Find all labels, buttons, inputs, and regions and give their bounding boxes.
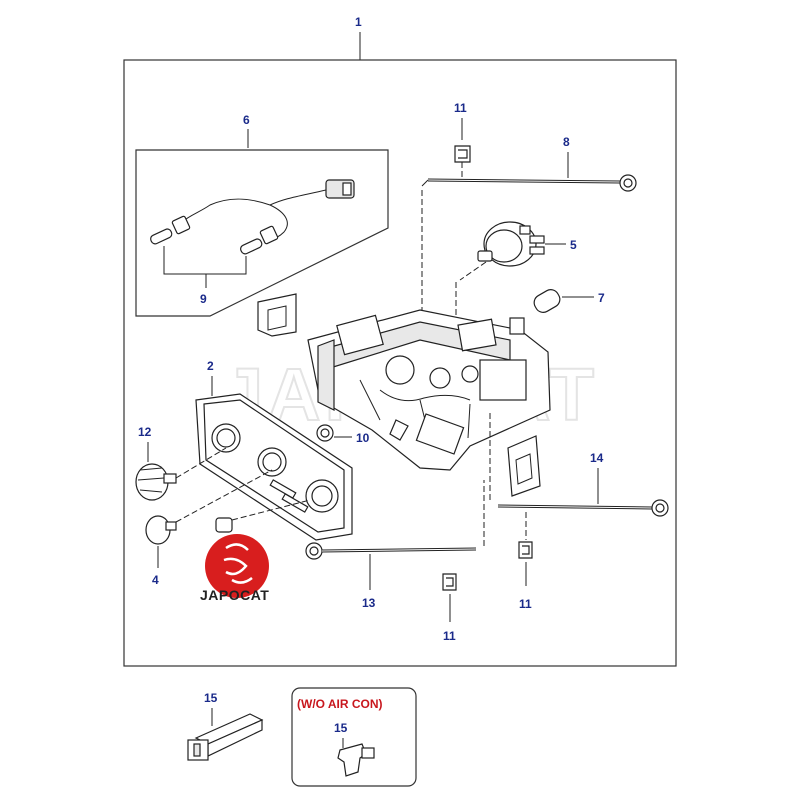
callout-9: 9 [200, 292, 207, 306]
heater-control-mechanism [307, 309, 551, 471]
variant-box [291, 687, 417, 787]
harness-box [135, 149, 389, 317]
knob-4-group: 4 [145, 469, 311, 587]
callout-8: 8 [563, 135, 570, 149]
logo-text: JAPOCAT [200, 587, 269, 603]
blower-switch-group: 5 [455, 221, 577, 330]
cable-clip-top [454, 145, 471, 163]
bulb-socket-left [171, 215, 191, 235]
sleeve-post [509, 317, 525, 335]
callout-10: 10 [356, 431, 370, 445]
logo-emblem-icon [223, 543, 253, 584]
callout-11-bottom: 11 [443, 629, 456, 643]
callout-15-right: 15 [334, 721, 348, 735]
japocat-logo: JAPOCAT [200, 534, 269, 603]
bulb-harness-group: 6 9 [135, 113, 389, 317]
bulb-right [240, 238, 263, 255]
variant-note: (W/O AIR CON) [297, 697, 383, 711]
cable-8-group: 11 8 [421, 101, 637, 330]
switch-body-15-alt [337, 743, 367, 777]
cable-14-group: 14 11 [489, 410, 669, 611]
blower-switch-shaft [477, 250, 493, 262]
nut-group: 10 [316, 424, 370, 445]
callout-1: 1 [355, 15, 362, 29]
sleeve-group: 7 [533, 289, 605, 313]
logo-circle [205, 534, 269, 598]
callout-13: 13 [362, 596, 376, 610]
callout-11-right: 11 [519, 597, 532, 611]
callout-2: 2 [207, 359, 214, 373]
callout-14: 14 [590, 451, 604, 465]
harness-wire [181, 189, 327, 223]
callout-6: 6 [243, 113, 250, 127]
control-panel-bezel: 2 [195, 359, 353, 541]
callout-5: 5 [570, 238, 577, 252]
callout-15-left: 15 [204, 691, 218, 705]
knob-12-group: 12 [135, 425, 227, 501]
knob-sleeve [533, 289, 561, 313]
cable-13-group: 13 11 [305, 480, 485, 643]
part-15-left-group: 15 [187, 691, 264, 761]
cable-clip-bottom [442, 573, 457, 591]
control-knob-cap [215, 517, 233, 533]
mounting-bracket-right [507, 435, 541, 497]
assembly-frame [123, 59, 677, 667]
cable-clip-right [518, 541, 533, 559]
callout-12: 12 [138, 425, 152, 439]
without-air-con-variant: (W/O AIR CON) 15 [291, 687, 417, 787]
mounting-bracket-left [257, 293, 297, 337]
callout-4: 4 [152, 573, 159, 587]
callout-11-top: 11 [454, 101, 467, 115]
bulb-socket-right [259, 225, 279, 245]
bulb-left [150, 228, 173, 245]
callout-7: 7 [598, 291, 605, 305]
